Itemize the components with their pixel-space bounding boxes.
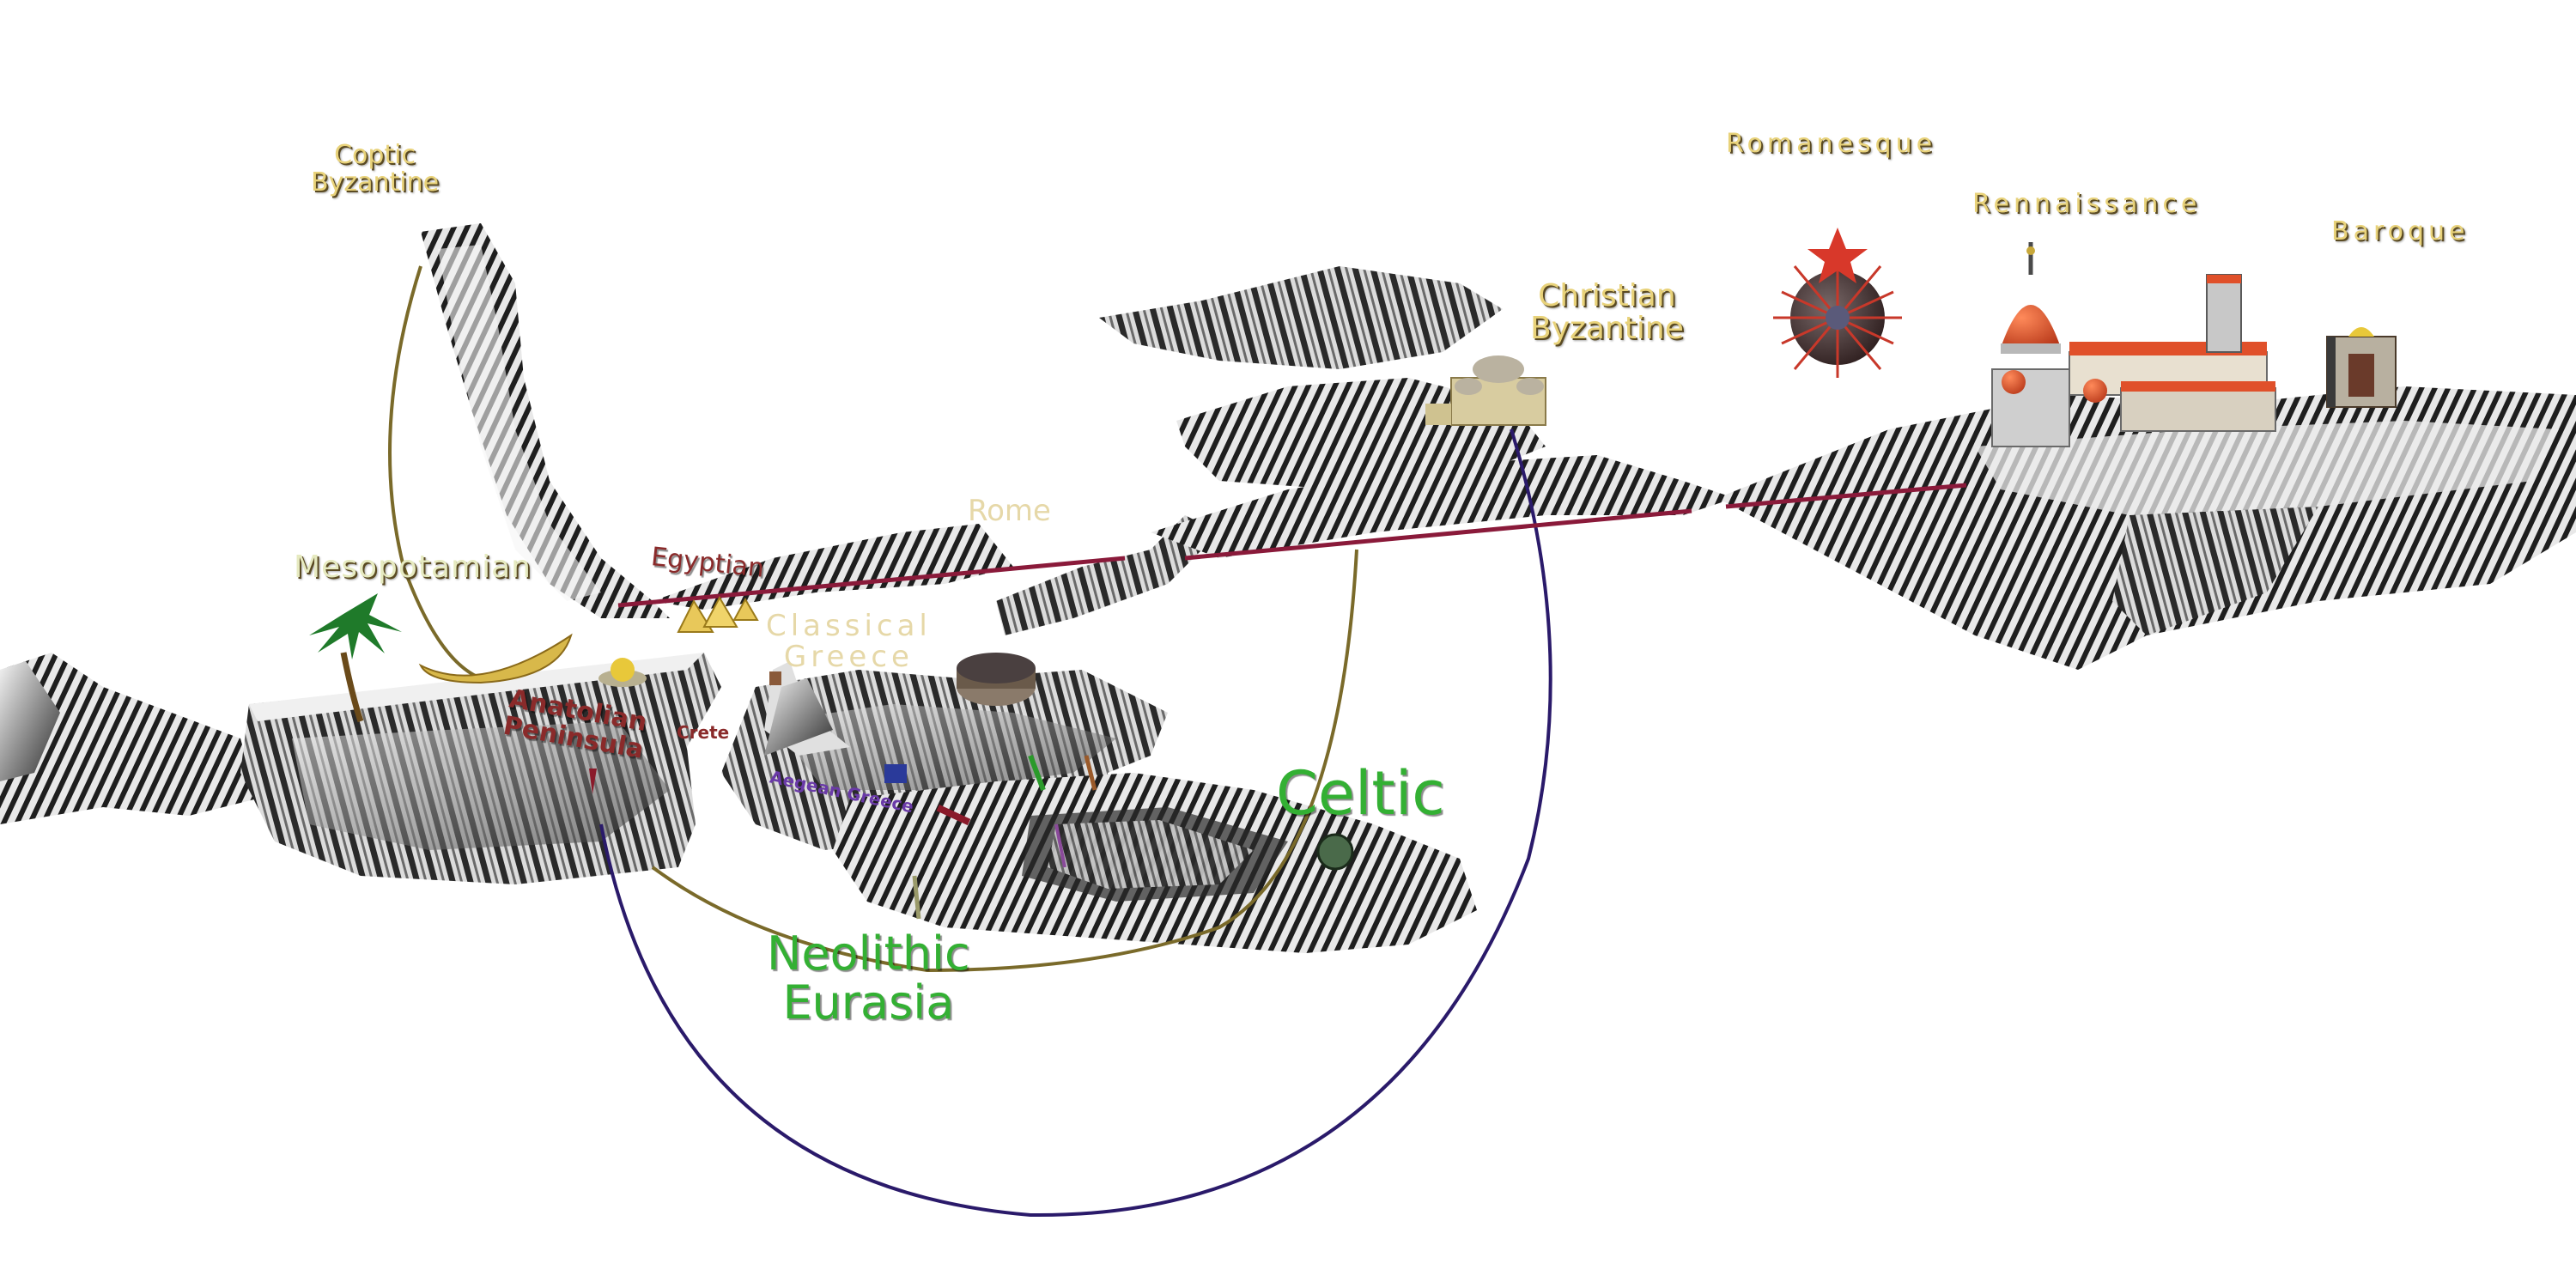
label-celtic: Celtic [1276,758,1445,829]
arc-olive-neolithic [651,549,1358,973]
palm-tree-icon [309,593,402,723]
line-maroon-right [1725,483,1967,509]
label-romanesque: Romanesque [1726,129,1937,159]
line-maroon-egypt-rome [617,556,1126,608]
greek-mound-icon [764,671,833,756]
byzantine-church-icon [1425,355,1546,426]
romanesque-spikeball-icon [1773,228,1902,378]
terrain-rome-ridge [653,515,1219,635]
colosseum-icon [957,653,1036,706]
arc-navy-large [599,428,1552,1218]
arc-olive-coptic [388,265,482,680]
celtic-knot-ball-icon [1316,833,1354,871]
terrain-central-band [1151,455,1735,558]
terrain-coptic-wave [421,223,670,618]
label-neolithic-eurasia: Neolithic Eurasia [767,927,970,1030]
renaissance-cathedral-icon [1991,242,2276,447]
terrain-neolithic-island [833,773,1477,953]
terrain-anatolia-plateau [240,653,721,884]
baroque-building-icon [2326,327,2397,408]
label-classical-greece: Classical Greece [766,609,932,674]
anatolia-marker-icon [589,769,597,794]
crescent-boat-icon [418,633,573,684]
label-baroque: Baroque [2331,216,2470,246]
small-dome-icon [598,658,647,687]
connector-lines [388,265,1967,1218]
label-mesopotamian: Mesopotamian [294,550,532,585]
label-crete: Crete [677,722,730,743]
island-markers [884,754,1097,920]
label-coptic-byzantine: Coptic Byzantine [311,140,440,197]
label-rome: Rome [968,494,1051,528]
terrain-renaissance-plateau [1717,386,2576,670]
label-rennaissance: Rennaissance [1972,189,2202,219]
pyramids-icon [677,595,759,633]
label-christian-byzantine: Christian Byzantine [1530,278,1684,346]
line-maroon-rome-renaissance [1184,508,1692,561]
terrain-far-left [0,653,258,824]
